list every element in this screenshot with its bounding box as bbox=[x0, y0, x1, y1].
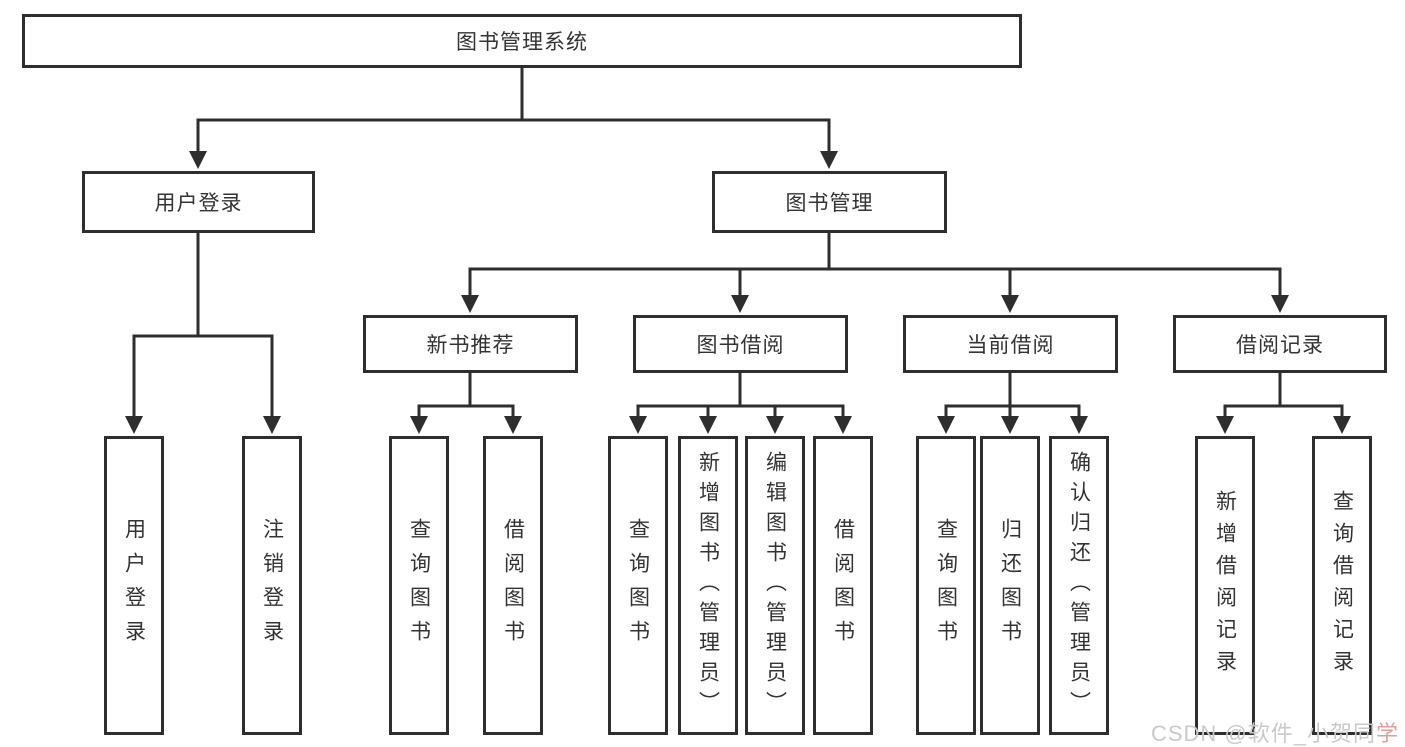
leaf-user-login: 用户登录 bbox=[104, 436, 164, 735]
connector-records bbox=[1216, 373, 1351, 434]
leaf-query-book: 查询图书 bbox=[389, 436, 449, 735]
leaf-label: 新增图书（管理员） bbox=[696, 450, 720, 721]
connector-book-mgmt bbox=[461, 233, 1289, 313]
connector-borrow bbox=[629, 373, 852, 434]
node-new-book-recommend: 新书推荐 bbox=[363, 315, 578, 373]
connector-user-login bbox=[125, 233, 281, 434]
leaf-query-book: 查询图书 bbox=[608, 436, 668, 735]
watermark-text: CSDN @软件_小贺同 bbox=[1150, 721, 1376, 746]
node-current-borrow: 当前借阅 bbox=[903, 315, 1118, 373]
leaf-label: 借阅图书 bbox=[831, 517, 855, 654]
leaf-label: 确认归还（管理员） bbox=[1067, 450, 1091, 721]
leaf-query-borrow-record: 查询借阅记录 bbox=[1312, 436, 1372, 735]
connector-root bbox=[189, 68, 838, 169]
leaf-label: 归还图书 bbox=[998, 517, 1022, 654]
leaf-logout: 注销登录 bbox=[242, 436, 302, 735]
leaf-borrow-book: 借阅图书 bbox=[483, 436, 543, 735]
node-book-borrow: 图书借阅 bbox=[633, 315, 848, 373]
leaf-label: 查询图书 bbox=[626, 517, 650, 654]
connector-current bbox=[937, 373, 1088, 434]
leaf-query-book: 查询图书 bbox=[916, 436, 976, 735]
connector-recommend bbox=[410, 373, 522, 434]
node-user-login: 用户登录 bbox=[82, 171, 315, 233]
leaf-edit-book-admin: 编辑图书（管理员） bbox=[745, 436, 805, 735]
watermark-text-accent: 学 bbox=[1375, 721, 1399, 746]
leaf-add-book-admin: 新增图书（管理员） bbox=[678, 436, 738, 735]
leaf-label: 查询图书 bbox=[934, 517, 958, 654]
leaf-label: 新增借阅记录 bbox=[1213, 489, 1237, 682]
leaf-borrow-book: 借阅图书 bbox=[813, 436, 873, 735]
leaf-label: 查询图书 bbox=[407, 517, 431, 654]
leaf-add-borrow-record: 新增借阅记录 bbox=[1195, 436, 1255, 735]
csdn-watermark: CSDN @软件_小贺同学 bbox=[1151, 716, 1399, 747]
leaf-label: 借阅图书 bbox=[501, 517, 525, 654]
leaf-label: 查询借阅记录 bbox=[1330, 489, 1354, 682]
node-library-management-system: 图书管理系统 bbox=[22, 14, 1022, 68]
leaf-label: 编辑图书（管理员） bbox=[763, 450, 787, 721]
leaf-return-book: 归还图书 bbox=[980, 436, 1040, 735]
leaf-confirm-return-admin: 确认归还（管理员） bbox=[1049, 436, 1109, 735]
node-book-management: 图书管理 bbox=[712, 171, 947, 233]
leaf-label: 注销登录 bbox=[260, 517, 284, 654]
leaf-label: 用户登录 bbox=[122, 517, 146, 654]
node-borrow-records: 借阅记录 bbox=[1173, 315, 1387, 373]
